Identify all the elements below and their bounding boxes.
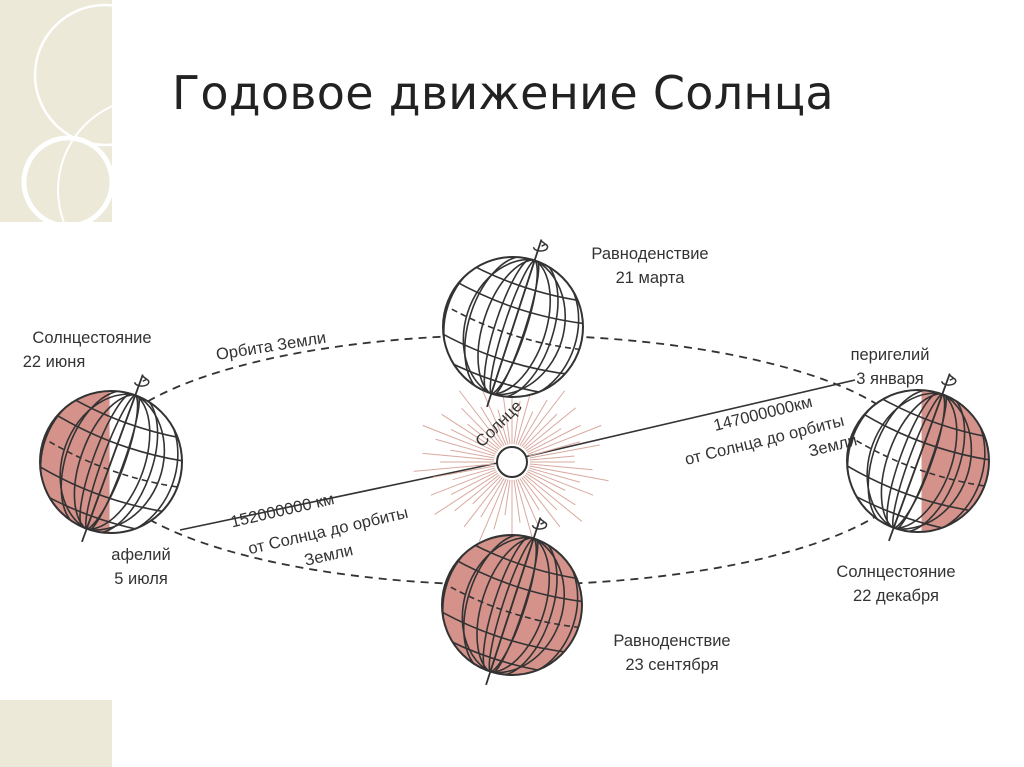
rotation-arrow-icon (134, 378, 150, 387)
sun-ray (497, 409, 509, 445)
solstice-june-date: 22 июня (23, 353, 86, 371)
sun-ray (458, 390, 503, 448)
sun-ray (527, 424, 581, 453)
aphelion-title: афелий (111, 546, 170, 564)
sun-ray (527, 471, 566, 491)
sun-icon (496, 446, 528, 478)
aphelion-date: 5 июля (114, 570, 168, 588)
sun-ray (525, 472, 576, 506)
sun-ray (502, 393, 511, 445)
sun-ray (529, 455, 575, 461)
sun-ray (422, 452, 495, 461)
globe-march-equinox (427, 239, 599, 408)
globe-outline (441, 534, 583, 676)
sun-ray (463, 476, 503, 528)
sun-ray (524, 407, 576, 450)
decoration-circles (21, 3, 112, 222)
sun-ray (513, 401, 521, 445)
rotation-arrow-icon (142, 375, 148, 382)
sun-ray (517, 478, 540, 528)
sun-ray (480, 477, 505, 518)
solstice-december-title: Солнцестояние (836, 563, 955, 581)
rotation-arrow-icon (541, 240, 547, 247)
rotation-arrow-icon (941, 377, 957, 386)
distance-line-perihelion (506, 379, 856, 462)
sun-ray (528, 467, 581, 483)
earth-orbit-diagram: Солнце Орбита Земли Равноденствие 21 мар… (23, 239, 1006, 686)
rotation-arrow-icon (540, 518, 546, 525)
sun-ray (413, 463, 495, 472)
sun-ray (454, 474, 500, 512)
globe-axis (888, 373, 951, 542)
sun-ray (521, 476, 561, 528)
sun-ray (481, 389, 507, 446)
sun-ray (430, 469, 496, 496)
sun-ray (521, 390, 566, 448)
sun-ray (467, 423, 500, 450)
rotation-arrow-icon (532, 243, 549, 252)
sun-ray (450, 449, 495, 459)
sun-ray (422, 425, 496, 455)
equinox-september-title: Равноденствие (613, 632, 730, 650)
perihelion-date: 3 января (856, 370, 924, 388)
sun-ray (480, 406, 505, 447)
sun-ray (432, 465, 495, 478)
aphelion-distance-earth: Земли (303, 541, 355, 570)
globe-axis (486, 239, 543, 408)
sun-ray (513, 479, 521, 523)
equinox-march-title: Равноденствие (591, 245, 708, 263)
sun-ray (522, 475, 558, 511)
sun-ray (450, 428, 497, 453)
perihelion-title: перигелий (851, 346, 930, 364)
sun-ray (472, 475, 502, 505)
globe-axis (485, 517, 542, 686)
sun-ray (525, 428, 562, 452)
sun-ray (529, 465, 609, 482)
globe-outline (39, 390, 183, 534)
solstice-june-title: Солнцестояние (32, 329, 151, 347)
sun-rays (413, 377, 609, 545)
sun-ray (528, 441, 581, 457)
sun-ray (528, 469, 594, 496)
globe-outline (846, 389, 990, 533)
sun-ray (517, 411, 534, 446)
sun-ray (434, 472, 499, 515)
sun-ray (519, 477, 540, 511)
sun-ray (441, 413, 499, 452)
solstice-december-date: 22 декабря (853, 587, 939, 605)
sun-ray (522, 413, 558, 449)
sun-ray (515, 479, 535, 545)
globe-september-equinox (426, 517, 598, 686)
sun-ray (461, 407, 502, 449)
sun-ray (529, 463, 593, 471)
slide-decoration (0, 0, 112, 222)
slide-decoration-bottom (0, 700, 112, 767)
sun-ray (528, 425, 602, 455)
sun-ray (515, 387, 533, 445)
equinox-september-date: 23 сентября (625, 656, 718, 674)
rotation-arrow-icon (949, 374, 955, 381)
sun-ray (519, 399, 548, 447)
sun-ray (529, 444, 600, 459)
distance-line-aphelion (179, 460, 508, 531)
equinox-march-date: 21 марта (616, 269, 686, 287)
page-title: Годовое движение Солнца (172, 66, 834, 120)
rotation-arrow-icon (531, 521, 548, 530)
globe-june-solstice (23, 374, 199, 543)
sun-ray (450, 471, 497, 496)
sun-ray (504, 479, 511, 516)
globe-axis (81, 374, 144, 543)
sun-ray (452, 467, 496, 481)
sun-ray (435, 438, 496, 457)
sun-ray (524, 474, 583, 522)
sun-ray (478, 478, 507, 542)
sun-ray (493, 479, 509, 530)
globe-outline (442, 256, 584, 398)
globe-december-solstice (830, 373, 1006, 542)
